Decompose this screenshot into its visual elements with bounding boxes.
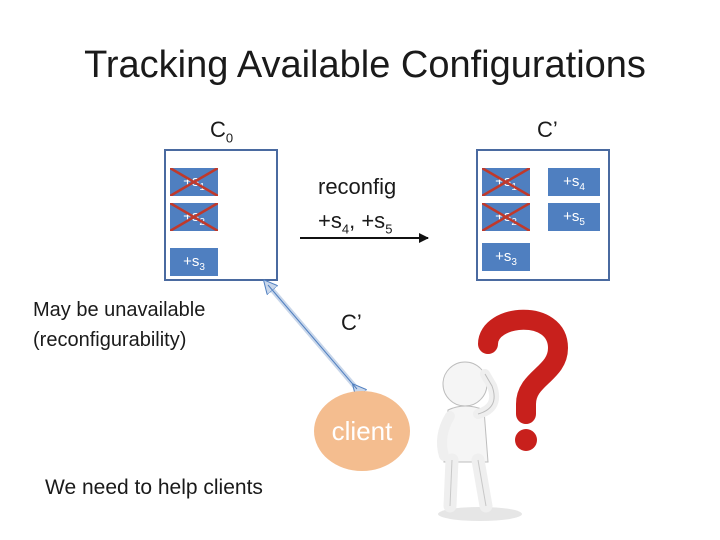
new-cell-s4: +s4 bbox=[548, 168, 600, 196]
new-cell-s4-sub: 4 bbox=[579, 182, 585, 193]
unavailable-note: May be unavailable (reconfigurability) bbox=[33, 295, 205, 355]
reconfig-s5-prefix: +s bbox=[361, 208, 386, 233]
client-double-arrow-outline bbox=[267, 284, 358, 390]
old-cell-s3-sub: 3 bbox=[199, 262, 205, 273]
thinking-person-question-icon bbox=[437, 309, 569, 521]
c0-letter: C bbox=[210, 117, 226, 142]
old-cell-s3-prefix: +s bbox=[183, 253, 200, 270]
cprime-label: C’ bbox=[537, 117, 558, 142]
unavailable-note-line2: (reconfigurability) bbox=[33, 329, 187, 351]
cross-icon bbox=[170, 203, 218, 231]
reconfig-label: reconfig +s4, +s5 bbox=[318, 170, 396, 246]
old-cell-s1: +s1 bbox=[170, 168, 218, 196]
reconfig-line1: reconfig bbox=[318, 174, 397, 199]
old-cell-s2: +s2 bbox=[170, 203, 218, 231]
old-config-box: +s1 +s2 +s3 bbox=[164, 149, 278, 281]
new-cell-s3-sub: 3 bbox=[511, 257, 517, 268]
cross-icon bbox=[170, 168, 218, 196]
old-cell-s3: +s3 bbox=[170, 248, 218, 276]
new-cell-s3-prefix: +s bbox=[495, 248, 512, 265]
reconfig-s5-sub: 5 bbox=[385, 221, 393, 237]
reconfig-sep: , bbox=[349, 208, 362, 233]
bottom-note: We need to help clients bbox=[45, 476, 263, 499]
client-cprime-label: C’ bbox=[341, 310, 362, 335]
cross-icon bbox=[482, 168, 530, 196]
slide-title: Tracking Available Configurations bbox=[84, 44, 646, 86]
reconfig-line2: +s4, +s5 bbox=[318, 204, 396, 246]
new-cell-s4-prefix: +s bbox=[563, 173, 580, 190]
reconfig-s4-sub: 4 bbox=[341, 221, 350, 237]
new-cell-s2: +s2 bbox=[482, 203, 530, 231]
unavailable-note-line1: May be unavailable bbox=[33, 299, 206, 321]
new-config-box: +s1 +s2 +s3 +s4 +s5 bbox=[476, 149, 610, 281]
new-cell-s5-sub: 5 bbox=[579, 217, 585, 228]
client-node: client bbox=[314, 391, 410, 471]
reconfig-s4-prefix: +s bbox=[318, 208, 342, 233]
c0-label: C0 bbox=[210, 117, 233, 145]
new-cell-s3: +s3 bbox=[482, 243, 530, 271]
new-cell-s1: +s1 bbox=[482, 168, 530, 196]
cross-icon bbox=[482, 203, 530, 231]
new-cell-s5: +s5 bbox=[548, 203, 600, 231]
new-cell-s5-prefix: +s bbox=[563, 208, 580, 225]
c0-subscript: 0 bbox=[225, 130, 234, 146]
